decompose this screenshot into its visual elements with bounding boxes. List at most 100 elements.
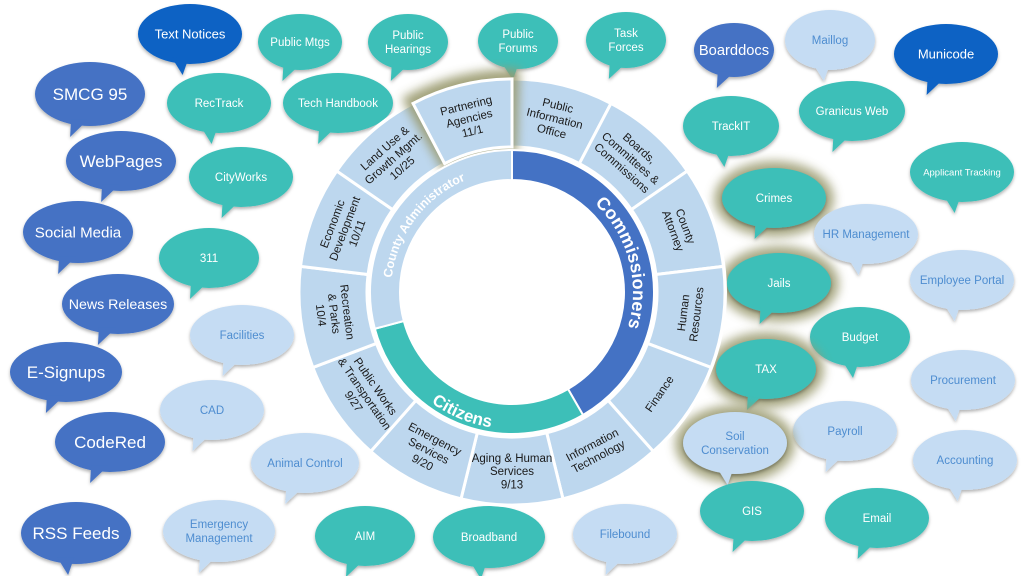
bubble-label: GIS	[742, 506, 762, 518]
bubble-label: CodeRed	[74, 433, 146, 452]
bubble-label: Tech Handbook	[298, 98, 378, 110]
bubble-label: Employee Portal	[920, 275, 1004, 287]
bubble-tail	[842, 360, 859, 378]
bubble-body	[573, 504, 677, 564]
bubble-shape	[910, 250, 1014, 321]
bubble-body	[785, 10, 875, 70]
bubble-municode: Municode	[894, 24, 998, 95]
bubble-tail	[946, 483, 964, 501]
bubble-shape	[21, 502, 131, 575]
bubble-label: 311	[200, 253, 218, 265]
bubble-shape	[55, 412, 165, 483]
bubble-label: Hearings	[385, 44, 431, 56]
bubble-body	[283, 73, 393, 133]
bubble-tail	[605, 557, 624, 575]
bubble-tail	[759, 306, 778, 324]
bubble-crimes: Crimes	[714, 161, 834, 239]
segment-shape	[410, 77, 514, 166]
bubble-tail	[221, 200, 240, 218]
bubble-tail	[58, 256, 77, 274]
bubble-label: CityWorks	[215, 172, 267, 184]
bubble-body	[189, 147, 293, 207]
bubble-budget: Budget	[810, 307, 910, 378]
bubble-shape	[913, 430, 1017, 501]
bubble-body	[478, 13, 558, 69]
bubble-label: Public Mtgs	[270, 37, 330, 49]
bubble-tail	[469, 561, 487, 576]
bubble-label: Email	[863, 513, 892, 525]
bubble-label: AIM	[355, 531, 375, 543]
bubble-body	[21, 502, 131, 564]
bubble-shape	[368, 14, 448, 81]
bubble-body	[23, 201, 133, 263]
bubble-body	[894, 24, 998, 84]
segment-text: Aging & Human	[472, 453, 553, 465]
bubble-shape	[573, 504, 677, 575]
bubble-label: Public	[502, 29, 534, 41]
bubble-animal-control: Animal Control	[251, 433, 359, 504]
bubble-body	[190, 305, 294, 365]
bubble-body	[35, 62, 145, 126]
bubble-body	[258, 14, 342, 70]
bubble-shape	[586, 12, 666, 79]
bubble-tail	[171, 57, 189, 75]
bubble-shape	[35, 62, 145, 137]
segment-text: & Parks	[325, 293, 342, 335]
bubble-label: Payroll	[827, 426, 862, 438]
bubble-tail	[713, 149, 731, 167]
bubble-label: CAD	[200, 405, 224, 417]
bubble-accounting: Accounting	[913, 430, 1017, 501]
bubble-tail	[747, 392, 765, 410]
bubble-shape	[159, 228, 259, 299]
bubble-webpages: WebPages	[66, 131, 176, 202]
bubble-e-signups: E-Signups	[10, 342, 122, 413]
bubble-tail	[857, 541, 876, 559]
segment-text: Human	[676, 294, 692, 332]
bubble-body	[716, 339, 816, 399]
bubble-body	[368, 14, 448, 70]
bubble-rectrack: RecTrack	[167, 73, 271, 144]
bubble-body	[913, 430, 1017, 490]
bubble-facilities: Facilities	[190, 305, 294, 376]
bubble-label: Municode	[918, 47, 974, 62]
bubble-tail	[200, 126, 218, 144]
bubble-shape	[138, 4, 242, 75]
bubble-maillog: Maillog	[785, 10, 875, 81]
bubble-label: News Releases	[69, 297, 168, 313]
segment-text: Services	[490, 466, 534, 478]
bubble-tax: TAX	[708, 332, 824, 410]
bubble-label: Jails	[767, 278, 790, 290]
bubble-shape	[10, 342, 122, 413]
bubble-shape	[894, 24, 998, 95]
bubble-tail	[97, 327, 116, 345]
bubble-filebound: Filebound	[573, 504, 677, 575]
bubble-news-releases: News Releases	[62, 274, 174, 345]
wheel-center	[402, 182, 622, 402]
bubble-body	[694, 23, 774, 77]
bubble-tail	[832, 134, 851, 152]
segment-text: 9/13	[501, 479, 523, 491]
bubble-tail	[285, 486, 304, 504]
bubble-payroll: Payroll	[793, 401, 897, 472]
bubble-body	[910, 142, 1014, 202]
bubble-label: Boarddocs	[699, 43, 769, 59]
bubble-email: Email	[825, 488, 929, 559]
bubble-body	[55, 412, 165, 472]
bubble-shape	[700, 481, 804, 552]
bubble-label: Soil	[725, 431, 744, 443]
bubble-body	[138, 4, 242, 64]
bubble-boarddocs: Boarddocs	[694, 23, 774, 88]
bubble-shape	[163, 500, 275, 573]
bubble-body	[683, 96, 779, 156]
bubble-body	[910, 250, 1014, 310]
bubble-shape	[785, 10, 875, 81]
bubble-tail	[190, 281, 208, 299]
bubble-aim: AIM	[315, 506, 415, 576]
bubble-body	[586, 12, 666, 68]
